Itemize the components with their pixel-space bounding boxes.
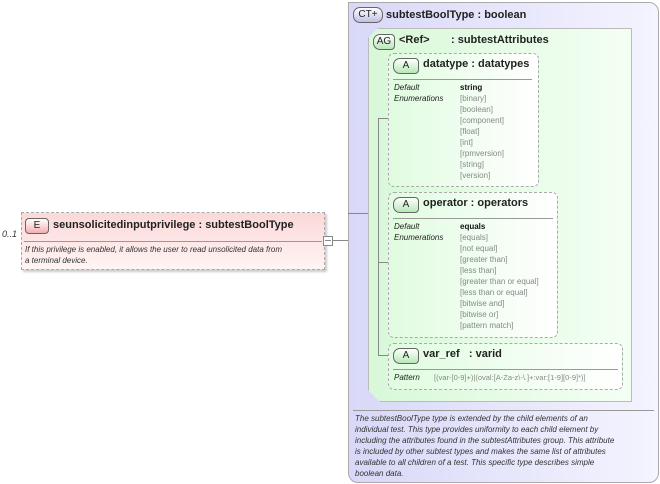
element-description: If this privilege is enabled, it allows … — [25, 244, 282, 266]
attribute-badge: A — [393, 348, 419, 364]
attribute-title: operator : operators — [423, 197, 529, 209]
occurrence-label: 0..1 — [2, 229, 18, 239]
description-line: If this privilege is enabled, it allows … — [25, 245, 283, 254]
description-line: including the attributes found in the su… — [355, 436, 615, 445]
enumeration-value: [boolean] — [460, 105, 493, 114]
default-label: Default — [394, 83, 420, 92]
divider — [393, 218, 553, 219]
enumeration-value: [greater than] — [460, 255, 508, 264]
attribute-group-type: : subtestAttributes — [451, 34, 549, 46]
enumeration-value: [bitwise and] — [460, 299, 505, 308]
attribute-datatype[interactable]: A datatype : datatypes Default Enumerati… — [388, 53, 539, 187]
collapse-toggle[interactable] — [323, 236, 333, 246]
description-line: individual test. This type provides unif… — [355, 425, 599, 434]
tree-line — [378, 118, 388, 119]
tree-line — [378, 118, 379, 356]
attribute-title: var_ref : varid — [423, 348, 502, 360]
enumeration-value: [greater than or equal] — [460, 277, 539, 286]
default-value: string — [460, 83, 483, 92]
complex-type-badge: CT+ — [353, 7, 383, 23]
divider — [353, 410, 654, 411]
enumeration-value: [bitwise or] — [460, 310, 499, 319]
enumeration-value: [float] — [460, 127, 480, 136]
enumeration-list: [equals] [not equal] [greater than] [les… — [460, 232, 539, 331]
pattern-value: [(var-[0-9]+)|(oval:[A-Za-z\-\.]+:var:[1… — [434, 373, 586, 382]
complex-type-title: subtestBoolType : boolean — [386, 9, 527, 21]
enumeration-value: [pattern match] — [460, 321, 514, 330]
attribute-badge: A — [393, 58, 419, 74]
divider — [393, 369, 618, 370]
element-badge: E — [25, 218, 49, 234]
attribute-group-ref: <Ref> — [399, 34, 430, 46]
enumeration-list: [binary] [boolean] [component] [float] [… — [460, 93, 504, 181]
enumerations-label: Enumerations — [394, 233, 444, 242]
description-line: a terminal device. — [25, 256, 88, 265]
default-value: equals — [460, 222, 486, 231]
complex-type-description: The subtestBoolType type is extended by … — [355, 413, 614, 479]
default-label: Default — [394, 222, 420, 231]
description-line: is included by other subtest types and m… — [355, 447, 606, 456]
enumeration-value: [rpmversion] — [460, 149, 505, 158]
attribute-title: datatype : datatypes — [423, 58, 530, 70]
pattern-label: Pattern — [394, 373, 420, 382]
connector-line — [332, 240, 348, 241]
tree-line — [378, 355, 388, 356]
description-line: The subtestBoolType type is extended by … — [355, 414, 588, 423]
attribute-operator[interactable]: A operator : operators Default Enumerati… — [388, 192, 558, 338]
enumeration-value: [string] — [460, 160, 485, 169]
enumeration-value: [not equal] — [460, 244, 498, 253]
element-title: seunsolicitedinputprivilege : subtestBoo… — [53, 219, 294, 231]
connector-line — [348, 213, 378, 214]
enumeration-value: [less than or equal] — [460, 288, 528, 297]
attribute-badge: A — [393, 197, 419, 213]
enumeration-value: [version] — [460, 171, 491, 180]
element-node[interactable]: E seunsolicitedinputprivilege : subtestB… — [21, 212, 325, 270]
enumeration-value: [equals] — [460, 233, 489, 242]
tree-line — [378, 262, 388, 263]
attribute-var-ref[interactable]: A var_ref : varid Pattern [(var-[0-9]+)|… — [388, 343, 623, 390]
divider — [24, 241, 322, 242]
enumeration-value: [int] — [460, 138, 473, 147]
enumeration-value: [component] — [460, 116, 505, 125]
divider — [393, 79, 532, 80]
enumeration-value: [binary] — [460, 94, 487, 103]
enumeration-value: [less than] — [460, 266, 497, 275]
enumerations-label: Enumerations — [394, 94, 444, 103]
description-line: available to all children of a test. Thi… — [355, 458, 595, 467]
description-line: boolean data. — [355, 469, 404, 478]
attribute-group-badge: AG — [373, 34, 395, 50]
